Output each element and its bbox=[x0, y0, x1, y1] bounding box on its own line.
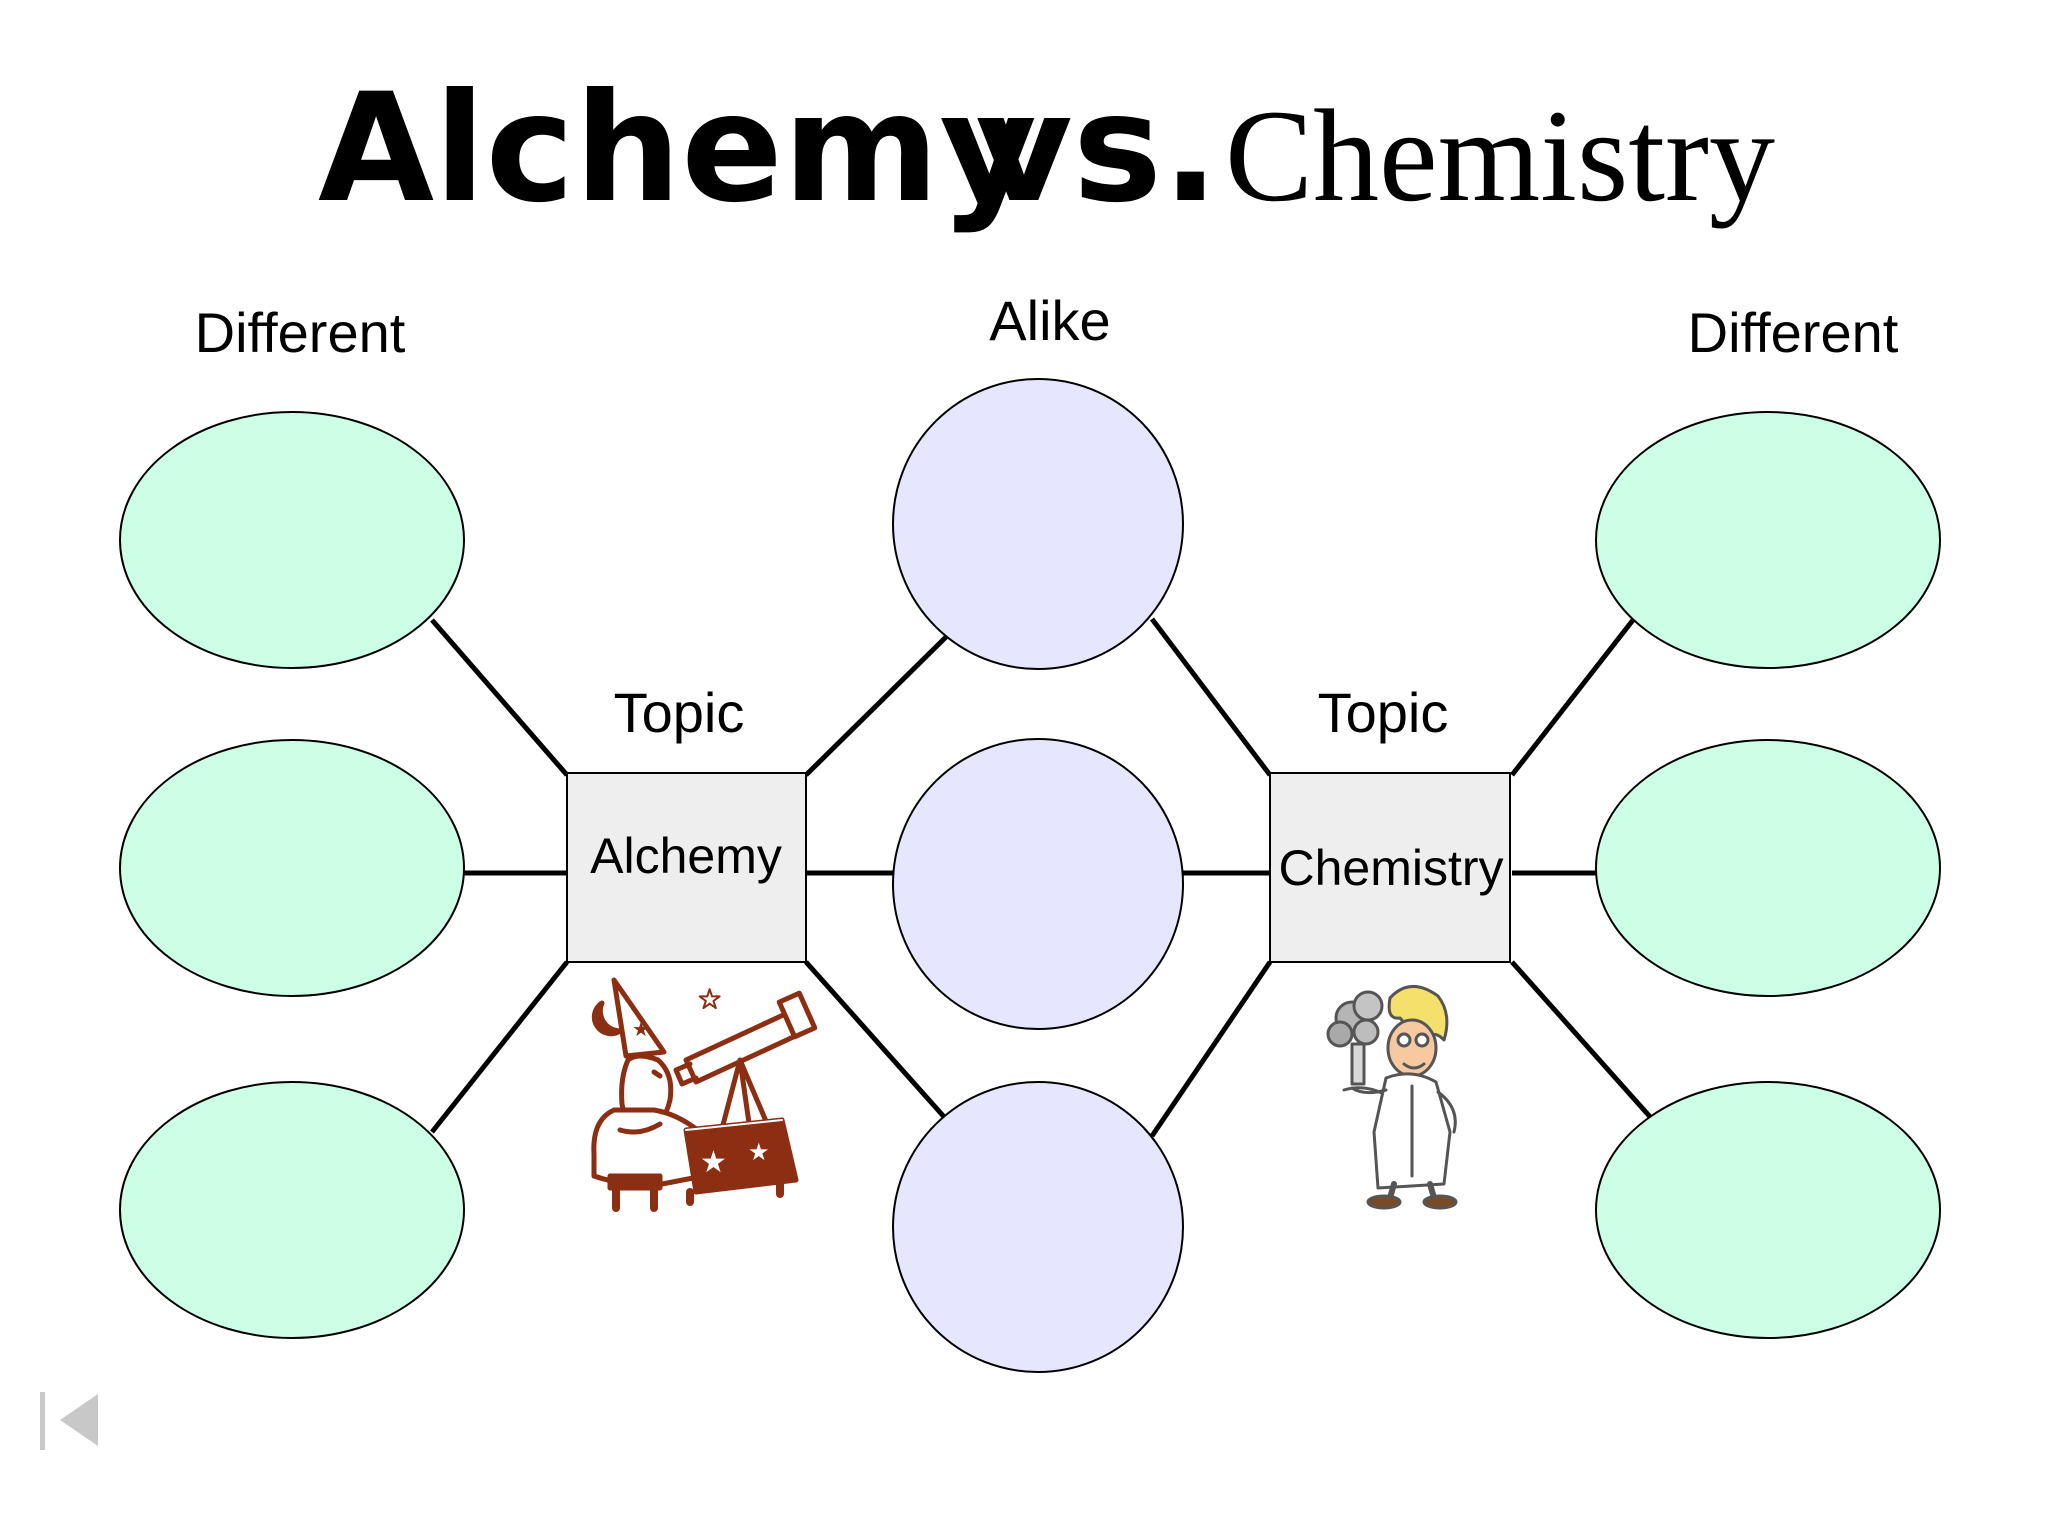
left-different-bubble-3[interactable] bbox=[119, 1081, 465, 1339]
connector-lines bbox=[430, 617, 1654, 1138]
svg-text:★: ★ bbox=[700, 1145, 727, 1180]
svg-text:★: ★ bbox=[632, 1017, 650, 1041]
alike-bubble-2[interactable] bbox=[892, 738, 1184, 1030]
header-left-different: Different bbox=[195, 301, 406, 364]
left-topic-label: Topic bbox=[614, 681, 745, 744]
connector-alchemy-alike-bottom bbox=[804, 960, 948, 1121]
header-right-different: Different bbox=[1688, 301, 1899, 364]
title-vs: vs. bbox=[975, 62, 1219, 236]
alike-bubble-3[interactable] bbox=[892, 1081, 1184, 1373]
right-topic-label: Topic bbox=[1318, 681, 1449, 744]
scientist-with-test-tube-icon bbox=[1326, 985, 1458, 1210]
connector-right-top bbox=[1510, 618, 1635, 777]
svg-text:★: ★ bbox=[698, 985, 721, 1015]
go-to-first-slide-icon[interactable] bbox=[40, 1392, 98, 1450]
right-different-bubble-3[interactable] bbox=[1595, 1081, 1941, 1339]
right-topic-box[interactable] bbox=[1269, 772, 1511, 963]
svg-text:★: ★ bbox=[748, 1138, 770, 1166]
right-different-bubbles bbox=[1595, 411, 1941, 1339]
left-topic-name: Alchemy bbox=[590, 828, 782, 884]
left-different-bubbles bbox=[119, 411, 465, 1339]
alike-bubble-1[interactable] bbox=[892, 378, 1184, 670]
title-alchemy: Alchemy bbox=[318, 62, 1037, 236]
connector-alchemy-alike-top bbox=[804, 635, 948, 777]
wizard-with-telescope-icon: ★ ★ ★ ★ bbox=[591, 977, 818, 1212]
connector-left-bottom bbox=[430, 960, 569, 1134]
connector-chemistry-alike-bottom bbox=[1149, 960, 1273, 1138]
right-topic-name: Chemistry bbox=[1278, 840, 1503, 896]
left-topic-box[interactable] bbox=[566, 772, 807, 963]
left-different-bubble-2[interactable] bbox=[119, 739, 465, 997]
right-different-bubble-1[interactable] bbox=[1595, 411, 1941, 669]
header-alike: Alike bbox=[989, 289, 1110, 352]
connector-chemistry-alike-top bbox=[1150, 617, 1272, 777]
left-different-bubble-1[interactable] bbox=[119, 411, 465, 669]
right-different-bubble-2[interactable] bbox=[1595, 739, 1941, 997]
alike-bubbles bbox=[892, 378, 1184, 1373]
title-chemistry: Chemistry bbox=[1225, 82, 1775, 229]
connector-left-top bbox=[430, 618, 569, 777]
connector-right-bottom bbox=[1510, 960, 1654, 1121]
